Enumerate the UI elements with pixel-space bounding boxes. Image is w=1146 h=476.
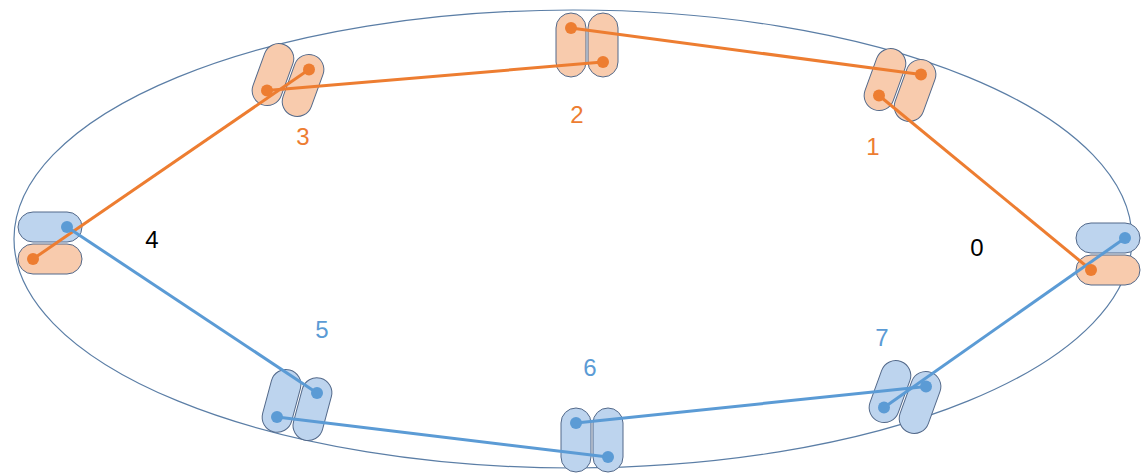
orange-link (571, 28, 921, 75)
orange-dot (303, 64, 315, 76)
capsule-pair (259, 366, 335, 444)
orange-link (267, 62, 603, 91)
capsule-pair (18, 212, 82, 274)
blue-dot (61, 221, 73, 233)
position-number: 5 (315, 316, 328, 343)
capsule-pair (248, 39, 328, 120)
orange-dot (1085, 264, 1097, 276)
blue-link (576, 387, 926, 424)
blue-capsule (18, 212, 82, 242)
orange-dot (915, 69, 927, 81)
position-number-holder: 2 (570, 103, 583, 127)
orange-dot (27, 253, 39, 265)
blue-link (277, 417, 608, 457)
blue-capsule (290, 374, 336, 444)
blue-dot (271, 411, 283, 423)
position-number: 4 (145, 226, 158, 253)
position-number: 1 (866, 133, 879, 160)
position-number: 2 (570, 101, 583, 128)
position-number-holder: 6 (583, 356, 596, 380)
blue-dots (61, 221, 1131, 463)
blue-dot (602, 451, 614, 463)
orange-link (879, 96, 1091, 271)
position-number-holder: 3 (296, 125, 309, 149)
orange-chain (33, 28, 1091, 270)
orange-dot (565, 22, 577, 34)
position-number: 3 (296, 123, 309, 150)
capsule-pair (865, 356, 945, 437)
capsule-pair (1076, 223, 1140, 285)
orange-dot (873, 90, 885, 102)
blue-link (884, 238, 1125, 408)
orange-capsule (588, 13, 618, 77)
blue-dot (920, 381, 932, 393)
orange-dots (27, 22, 1097, 276)
position-number: 6 (583, 354, 596, 381)
orange-capsule (890, 55, 940, 125)
blue-capsule (895, 367, 945, 437)
ring-outline (14, 10, 1132, 468)
blue-dot (311, 387, 323, 399)
position-number-holder: 0 (970, 236, 983, 260)
blue-dot (570, 417, 582, 429)
position-number: 7 (875, 324, 888, 351)
position-number-holder: 7 (875, 326, 888, 350)
blue-link (67, 227, 317, 393)
orange-capsule (1076, 255, 1140, 285)
orange-dot (261, 85, 273, 97)
position-number-holder: 5 (315, 318, 328, 342)
blue-capsule (561, 408, 591, 472)
position-number-holder: 4 (145, 228, 158, 252)
blue-dot (1119, 232, 1131, 244)
capsule-pair (556, 13, 618, 77)
orange-capsule (556, 13, 586, 77)
position-number: 0 (970, 234, 983, 261)
orange-dot (597, 56, 609, 68)
blue-dot (878, 402, 890, 414)
position-number-holder: 1 (866, 135, 879, 159)
blue-chain (67, 227, 1125, 457)
